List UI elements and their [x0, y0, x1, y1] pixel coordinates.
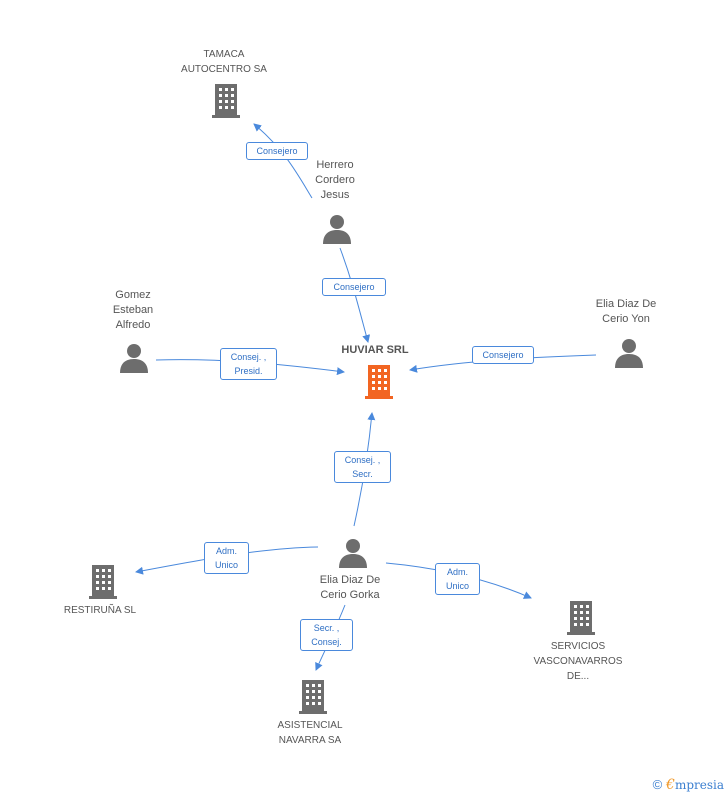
empresia-logo[interactable]: © €mpresia — [653, 777, 724, 793]
focus-company-node[interactable]: HUVIAR SRL — [320, 343, 430, 358]
edge-label-adm-unico[interactable]: Adm. Unico — [204, 542, 249, 574]
edge-herrero-tamaca — [253, 123, 313, 199]
brand-name: mpresia — [674, 778, 724, 792]
edge-label-consej-presid[interactable]: Consej. , Presid. — [220, 348, 277, 380]
focus-company-name: HUVIAR SRL — [341, 344, 409, 356]
building-icon[interactable] — [363, 365, 395, 399]
person-name: Gomez Esteban Alfredo — [112, 289, 154, 331]
building-icon[interactable] — [565, 601, 597, 635]
person-icon[interactable] — [338, 538, 368, 568]
company-name: RESTIRUÑA SL — [63, 605, 137, 616]
edge-label-consejero[interactable]: Consejero — [322, 278, 386, 296]
edge-label-secr-consej[interactable]: Secr. , Consej. — [300, 619, 353, 651]
person-node-herrero[interactable]: Herrero Cordero Jesus — [290, 158, 380, 203]
person-node-gorka[interactable]: Elia Diaz De Cerio Gorka — [300, 573, 400, 603]
person-icon[interactable] — [614, 338, 644, 368]
company-name: ASISTENCIAL NAVARRA SA — [277, 720, 343, 746]
person-icon[interactable] — [322, 214, 352, 244]
person-name: Elia Diaz De Cerio Gorka — [319, 574, 381, 601]
brand-initial: € — [666, 777, 675, 793]
person-name: Herrero Cordero Jesus — [315, 159, 355, 201]
company-node-asistencial[interactable]: ASISTENCIAL NAVARRA SA — [260, 718, 360, 748]
copyright-symbol: © — [652, 777, 663, 792]
company-name: SERVICIOS VASCONAVARROS DE... — [533, 641, 623, 682]
edge-label-consejero[interactable]: Consejero — [472, 346, 534, 364]
edge-label-adm-unico[interactable]: Adm. Unico — [435, 563, 480, 595]
building-icon[interactable] — [210, 84, 242, 118]
person-name: Elia Diaz De Cerio Yon — [595, 298, 657, 325]
company-node-servicios[interactable]: SERVICIOS VASCONAVARROS DE... — [518, 639, 638, 684]
company-node-tamaca[interactable]: TAMACA AUTOCENTRO SA — [168, 47, 280, 77]
company-name: TAMACA AUTOCENTRO SA — [181, 49, 267, 75]
building-icon[interactable] — [87, 565, 119, 599]
person-icon[interactable] — [119, 343, 149, 373]
edge-label-consej-secr[interactable]: Consej. , Secr. — [334, 451, 391, 483]
building-icon[interactable] — [297, 680, 329, 714]
edge-label-consejero[interactable]: Consejero — [246, 142, 308, 160]
person-node-gomez[interactable]: Gomez Esteban Alfredo — [88, 288, 178, 333]
person-node-yon[interactable]: Elia Diaz De Cerio Yon — [578, 297, 674, 327]
company-node-restiruna[interactable]: RESTIRUÑA SL — [50, 603, 150, 618]
